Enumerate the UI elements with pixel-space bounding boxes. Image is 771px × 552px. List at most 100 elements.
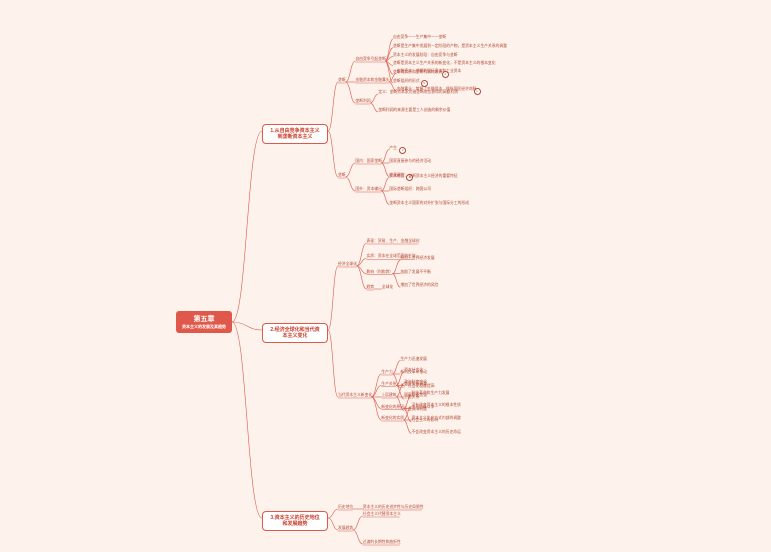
leaf-node[interactable]: 分配关系 — [404, 395, 420, 399]
branch-connector — [231, 321, 263, 331]
leaf-node[interactable]: 金融资本：垄断的银行资本和工业资本 — [396, 69, 462, 73]
level2-node[interactable]: 国外：资本输出 — [355, 187, 382, 191]
level2-node[interactable]: 实质：资本在全球范围的扩张 — [366, 254, 416, 259]
leaf-node[interactable]: 社会主义的影响 — [411, 418, 439, 422]
branch-connector — [231, 130, 263, 323]
leaf-node[interactable]: 垄断的实质和垄断利润的来源 — [393, 70, 443, 75]
level2-node[interactable]: 上层建筑 — [381, 393, 397, 397]
leaf-node[interactable]: 资本社会化 — [404, 368, 424, 372]
leaf-node[interactable]: 工人阶级斗争 — [411, 404, 435, 409]
level3-connector — [388, 81, 397, 92]
leaf-node[interactable]: 垄断是资本主义生产关系的新变化，不是资本主义的根本变化 — [393, 61, 496, 66]
level2-node[interactable]: 表现：贸易、生产、金融全球化 — [366, 239, 420, 243]
level2-node[interactable]: 国内：国家垄断 — [355, 159, 382, 163]
leaf-node[interactable]: 生产力迅速发展 — [400, 356, 427, 361]
level2-node[interactable]: 社会主义代替资本主义 — [362, 512, 401, 516]
level3-connector — [370, 93, 379, 104]
leaf-node[interactable]: 金融寡头：掌握了金融资本、操纵国民经济命脉 — [396, 87, 477, 91]
leaf-node[interactable]: 垄断资本主义国家的对外扩张与国际分工的形成 — [389, 200, 470, 205]
level3-connector — [392, 373, 401, 388]
count-badge: 5 — [420, 80, 428, 87]
level2-node[interactable]: 自由竞争引起垄断 — [355, 57, 386, 61]
level2-connector — [371, 373, 382, 398]
leaf-node[interactable]: 社会保障制度 — [404, 406, 427, 411]
level3-connector — [370, 102, 379, 113]
level2-connector — [345, 81, 356, 104]
level2-connector — [345, 162, 356, 178]
leaf-node[interactable]: 定义：垄断资本家凭借垄断地位获得的高额利润 — [378, 90, 458, 94]
leaf-node[interactable]: 不会改变资本主义的历史命运 — [411, 429, 461, 434]
level2-connector — [352, 515, 363, 531]
leaf-node[interactable]: 资本主义的发展阶段：自由竞争与垄断 — [393, 52, 458, 57]
level3-connector — [403, 419, 412, 434]
level1-node[interactable]: 历史地位 — [338, 505, 354, 509]
leaf-node[interactable]: 垄断组织的形式 — [393, 79, 420, 83]
level2-connector — [345, 176, 356, 192]
leaf-node[interactable]: 没有改变资本主义的根本性质 — [411, 402, 461, 407]
level3-connector — [395, 385, 405, 400]
count-badge: 2 — [441, 71, 449, 79]
level2-node[interactable]: 生产力 — [381, 370, 393, 374]
level2-node[interactable]: 过渡的长期性和曲折性 — [362, 540, 401, 544]
level1-node[interactable]: 当代资本主义新变化 — [338, 393, 373, 397]
leaf-node[interactable]: 政治制度变化 — [404, 379, 427, 384]
branch-node-1[interactable]: 1.从自由竞争资本主义到垄断资本主义 — [262, 124, 328, 144]
level1-node[interactable]: 垄断 — [338, 173, 346, 177]
leaf-node[interactable]: 垄断利润的来源主要是工人创造的剩余价值 — [378, 108, 451, 112]
leaf-node[interactable]: 国家直接参与的经济活动 — [389, 159, 432, 163]
leaf-node[interactable]: 科技革命和生产力发展 — [411, 391, 450, 395]
leaf-node[interactable]: 资本输出：垄断资本主义经济的重要特征 — [389, 173, 458, 178]
level1-node[interactable]: 经济全球化 — [338, 262, 357, 266]
level2-connector — [371, 385, 382, 398]
level2-node[interactable]: 趋势 — [366, 285, 375, 289]
level3-connector — [395, 383, 405, 398]
leaf-node[interactable]: 国家职能加强 — [404, 393, 427, 397]
level1-connector — [327, 329, 339, 398]
branch-node-3[interactable]: 3.资本主义的历史地位和发展趋势 — [262, 511, 328, 531]
level3-connector — [392, 273, 401, 288]
level1-connector — [327, 130, 339, 178]
level1-node[interactable]: 发展趋势 — [338, 526, 354, 530]
leaf-node[interactable]: 劳资关系调整 — [404, 381, 427, 386]
leaf-node[interactable]: 有利于世界经济发展 — [400, 256, 435, 261]
level3-connector — [403, 408, 412, 423]
level2-connector — [371, 396, 382, 409]
level3-connector — [384, 38, 394, 62]
root-node[interactable]: 第五章 资本主义的发展及其趋势 — [176, 311, 232, 333]
level2-node[interactable]: 生产关系 — [381, 381, 397, 386]
leaf-node[interactable]: 新科技革命推动 — [400, 370, 427, 374]
leaf-node[interactable]: 加剧了发展不平衡 — [400, 269, 431, 274]
level2-node[interactable]: 新变化的原因 — [381, 404, 405, 409]
level2-node[interactable]: 资本主义的历史进步性与历史局限性 — [362, 505, 424, 509]
level3-connector — [403, 394, 412, 409]
leaf-node[interactable]: 产生 — [389, 145, 397, 150]
leaf-node[interactable]: 国际垄断组织：跨国公司 — [389, 187, 432, 191]
leaf-node[interactable]: 全球化 — [381, 285, 394, 289]
level2-node[interactable]: 影响（利和弊） — [366, 269, 394, 274]
leaf-node[interactable]: 生产社会化程度提高 — [400, 383, 435, 388]
branch-node-2[interactable]: 2.经济全球化和当代资本主义变化 — [262, 323, 328, 343]
leaf-node[interactable]: 资本主义生产方式内部的调整 — [411, 416, 461, 420]
level2-node[interactable]: 垄断利润 — [355, 99, 371, 103]
level3-connector — [381, 190, 390, 205]
level1-connector — [327, 517, 339, 531]
count-badge: 5 — [406, 173, 414, 181]
leaf-node[interactable]: 垄断是生产集中发展到一定阶段的产物，是资本主义生产关系的调整 — [393, 43, 507, 48]
level2-connector — [352, 529, 363, 545]
leaf-node[interactable]: 自由竞争一一生产集中一一垄断 — [393, 35, 447, 39]
level2-node[interactable]: 新变化的实质 — [381, 416, 405, 420]
level3-connector — [381, 149, 390, 164]
leaf-node[interactable]: 增加了世界经济的风险 — [400, 283, 439, 288]
root-subtitle: 资本主义的发展及其趋势 — [182, 324, 226, 329]
level2-node[interactable]: 金融资本和金融寡头 — [355, 78, 390, 82]
level1-connector — [327, 81, 339, 132]
level1-connector — [327, 265, 339, 331]
leaf-node[interactable]: 宏观调控 — [389, 172, 405, 177]
level1-node[interactable]: 垄断 — [338, 78, 346, 82]
level2-connector — [345, 60, 356, 83]
root-title: 第五章 — [193, 316, 215, 323]
level2-connector — [356, 258, 367, 267]
level3-connector — [384, 60, 394, 84]
